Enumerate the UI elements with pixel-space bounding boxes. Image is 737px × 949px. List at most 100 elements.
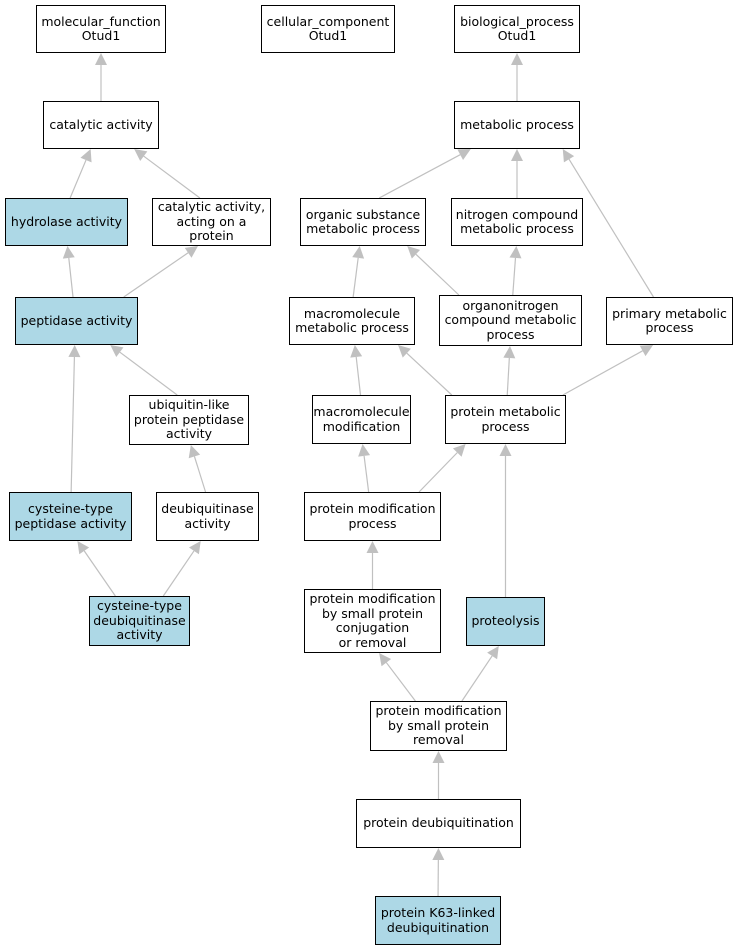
edge-arrowhead bbox=[350, 345, 363, 358]
edge-arrowhead bbox=[134, 149, 148, 161]
edge-arrowhead bbox=[110, 345, 124, 357]
edge-arrowhead bbox=[184, 246, 198, 258]
node-label: organic substance metabolic process bbox=[305, 206, 421, 236]
edge-line bbox=[363, 455, 370, 493]
node-label: protein modification by small protein re… bbox=[375, 703, 502, 748]
node-protein-modification[interactable]: protein modification process bbox=[304, 492, 441, 541]
edge-line bbox=[70, 356, 76, 493]
node-label: organonitrogen compound metabolic proces… bbox=[444, 297, 577, 342]
edge-arrowhead bbox=[509, 246, 522, 259]
node-label: macromolecule metabolic process bbox=[295, 305, 409, 335]
edge-arrowhead bbox=[457, 149, 471, 160]
edge-arrowhead bbox=[432, 848, 445, 861]
edge-arrowhead bbox=[188, 541, 201, 555]
node-label: cysteine-type peptidase activity bbox=[14, 501, 127, 531]
node-label: nitrogen compound metabolic process bbox=[455, 206, 579, 236]
node-k63-deubiquitination[interactable]: protein K63-linked deubiquitination bbox=[375, 896, 501, 945]
edge-arrowhead bbox=[62, 246, 75, 259]
edge-arrowhead bbox=[487, 646, 499, 660]
edge-line bbox=[415, 253, 460, 296]
edge-line bbox=[506, 357, 510, 396]
edge-arrowhead bbox=[77, 541, 90, 555]
node-label: catalytic activity bbox=[49, 116, 153, 132]
node-biological-process[interactable]: biological_process Otud1 bbox=[454, 5, 580, 53]
node-cysteine-deubiquitinase[interactable]: cysteine-type deubiquitinase activity bbox=[89, 596, 190, 646]
node-label: protein K63-linked deubiquitination bbox=[380, 905, 496, 935]
edge-line bbox=[418, 452, 458, 493]
node-pm-removal[interactable]: protein modification by small protein re… bbox=[370, 701, 507, 751]
node-label: biological_process Otud1 bbox=[460, 13, 574, 43]
node-label: catalytic activity, acting on a protein bbox=[157, 199, 266, 244]
edge-line bbox=[162, 550, 195, 597]
node-metabolic-process[interactable]: metabolic process bbox=[454, 101, 580, 149]
edge-arrowhead bbox=[188, 445, 201, 459]
node-label: protein modification process bbox=[309, 501, 436, 531]
edge-line bbox=[68, 257, 74, 298]
node-deubiquitinase-activity[interactable]: deubiquitinase activity bbox=[156, 492, 259, 541]
edge-line bbox=[385, 662, 416, 702]
node-protein-metabolic[interactable]: protein metabolic process bbox=[445, 395, 566, 444]
node-label: cysteine-type deubiquitinase activity bbox=[93, 598, 186, 643]
node-cellular-component[interactable]: cellular_component Otud1 bbox=[261, 5, 395, 53]
node-ubiquitin-like-peptidase[interactable]: ubiquitin-like protein peptidase activit… bbox=[129, 395, 249, 445]
edge-arrowhead bbox=[379, 653, 392, 667]
node-label: primary metabolic process bbox=[612, 305, 727, 335]
edge-line bbox=[352, 257, 359, 298]
node-label: protein deubiquitination bbox=[363, 815, 514, 831]
node-label: metabolic process bbox=[460, 116, 574, 132]
node-label: macromolecule modification bbox=[313, 404, 410, 434]
node-organonitrogen[interactable]: organonitrogen compound metabolic proces… bbox=[439, 295, 582, 346]
node-catalytic-activity-on-protein[interactable]: catalytic activity, acting on a protein bbox=[152, 198, 271, 246]
node-label: proteolysis bbox=[471, 613, 540, 629]
edge-line bbox=[406, 352, 453, 396]
node-label: peptidase activity bbox=[20, 312, 133, 328]
edge-arrowhead bbox=[366, 541, 379, 553]
edge-arrowhead bbox=[80, 149, 92, 163]
node-primary-metabolic[interactable]: primary metabolic process bbox=[606, 297, 733, 345]
node-proteolysis[interactable]: proteolysis bbox=[466, 597, 545, 646]
node-label: cellular_component Otud1 bbox=[266, 13, 390, 43]
edge-line bbox=[568, 158, 654, 298]
edge-arrowhead bbox=[95, 53, 107, 65]
node-protein-deubiquitination[interactable]: protein deubiquitination bbox=[356, 799, 521, 848]
edge-arrowhead bbox=[432, 751, 445, 763]
node-hydrolase-activity[interactable]: hydrolase activity bbox=[5, 198, 128, 246]
node-organic-substance[interactable]: organic substance metabolic process bbox=[300, 198, 426, 246]
edge-line bbox=[355, 356, 362, 396]
node-label: protein modification by small protein co… bbox=[309, 591, 436, 650]
edge-line bbox=[119, 351, 178, 396]
edge-line bbox=[512, 257, 517, 296]
edge-arrowhead bbox=[358, 444, 371, 457]
edge-line bbox=[123, 252, 189, 298]
node-label: protein metabolic process bbox=[450, 404, 561, 434]
edge-line bbox=[461, 655, 493, 702]
node-label: molecular_function Otud1 bbox=[41, 13, 161, 43]
edge-arrowhead bbox=[398, 345, 411, 358]
edge-arrowhead bbox=[511, 149, 523, 161]
edge-arrowhead bbox=[503, 346, 516, 359]
edge-arrowhead bbox=[639, 345, 654, 357]
edge-arrowhead bbox=[352, 246, 365, 259]
edge-arrowhead bbox=[511, 53, 523, 65]
node-cysteine-peptidase[interactable]: cysteine-type peptidase activity bbox=[9, 492, 132, 541]
edge-line bbox=[143, 155, 201, 199]
node-nitrogen-compound[interactable]: nitrogen compound metabolic process bbox=[451, 198, 583, 246]
node-label: deubiquitinase activity bbox=[161, 501, 254, 531]
edge-arrowhead bbox=[68, 345, 81, 358]
node-molecular-function[interactable]: molecular_function Otud1 bbox=[36, 5, 166, 53]
node-label: ubiquitin-like protein peptidase activit… bbox=[133, 397, 245, 442]
edge-line bbox=[193, 456, 207, 493]
edge-arrowhead bbox=[452, 444, 466, 457]
node-catalytic-activity[interactable]: catalytic activity bbox=[43, 101, 159, 149]
node-pm-conjugation-removal[interactable]: protein modification by small protein co… bbox=[304, 589, 441, 653]
node-label: hydrolase activity bbox=[10, 213, 123, 229]
edge-line bbox=[83, 550, 116, 597]
node-peptidase-activity[interactable]: peptidase activity bbox=[15, 297, 138, 345]
node-macromolecule-metabolic[interactable]: macromolecule metabolic process bbox=[289, 297, 415, 345]
edge-line bbox=[562, 350, 643, 396]
edge-line bbox=[378, 154, 461, 199]
edge-arrowhead bbox=[499, 444, 512, 456]
node-macromolecule-modification[interactable]: macromolecule modification bbox=[312, 395, 411, 444]
